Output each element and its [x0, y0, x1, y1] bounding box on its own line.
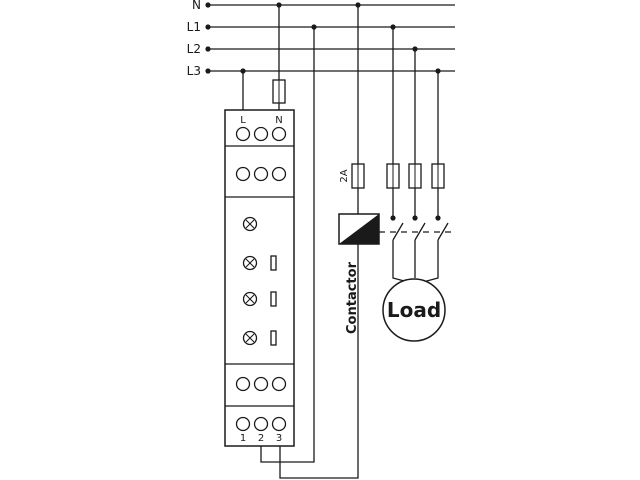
contactor-contacts: [379, 215, 454, 241]
contact-blade: [414, 222, 426, 241]
wire-contact-1-to-load: [392, 240, 409, 283]
label-l2: L2: [187, 42, 201, 56]
wire-l1-to-terminal-2: [260, 27, 315, 463]
relay-terminal-label-1: 1: [240, 433, 246, 444]
terminal-screw: [271, 126, 287, 142]
wires: [242, 5, 439, 479]
contactor-coil: [338, 213, 380, 245]
relay-top-terminals: [235, 126, 287, 142]
dip-switch-icon: [270, 330, 277, 346]
contact-blade: [437, 222, 449, 241]
contact-terminal: [435, 215, 441, 221]
terminal-screw: [253, 416, 269, 432]
contact-blade: [392, 222, 404, 241]
relay-terminal-label-3: 3: [276, 433, 282, 444]
dip-switch-icon: [270, 255, 277, 271]
label-l3: L3: [187, 64, 201, 78]
relay-terminal-label-2: 2: [258, 433, 264, 444]
wire-contact-3-to-load: [422, 240, 439, 283]
relay-upper-terminals: [235, 166, 287, 182]
wire-terminal-3-to-coil: [279, 244, 359, 479]
terminal-screw: [235, 166, 251, 182]
terminal-screw: [271, 166, 287, 182]
junction-dots: [240, 2, 441, 74]
fuse-rating-label: 2A: [339, 169, 350, 182]
dip-switch-icon: [270, 291, 277, 307]
terminal-screw: [253, 166, 269, 182]
bus-terminals: [205, 2, 211, 74]
relay-body: [224, 109, 295, 447]
indicator-led-crosses: [245, 219, 255, 343]
dip-switches: [270, 255, 277, 346]
load-fuse-elements: [392, 164, 439, 188]
terminal-screw: [235, 416, 251, 432]
terminal-screw: [253, 126, 269, 142]
contact-terminal: [412, 215, 418, 221]
relay-module: L N: [224, 109, 295, 447]
terminal-screw: [253, 376, 269, 392]
load-circle: [382, 278, 446, 342]
contact-terminal: [390, 215, 396, 221]
relay-terminal-label-n: N: [275, 115, 282, 126]
contactor-label: Contactor: [345, 261, 360, 334]
terminal-screw: [235, 376, 251, 392]
label-n: N: [192, 0, 201, 12]
bus-terminal-l2: [205, 46, 211, 52]
label-l1: L1: [187, 20, 201, 34]
terminal-screw: [271, 376, 287, 392]
relay-lower-terminals: [235, 376, 287, 392]
bus-terminal-l3: [205, 68, 211, 74]
terminal-screw: [271, 416, 287, 432]
contactor-coil-fill: [339, 214, 379, 244]
relay-terminal-label-l: L: [240, 115, 246, 126]
relay-bottom-terminals: [235, 416, 287, 432]
bus-terminal-l1: [205, 24, 211, 30]
terminal-screw: [235, 126, 251, 142]
bus-terminal-n: [205, 2, 211, 8]
power-bus: [208, 4, 455, 72]
load-label: Load: [387, 298, 441, 322]
